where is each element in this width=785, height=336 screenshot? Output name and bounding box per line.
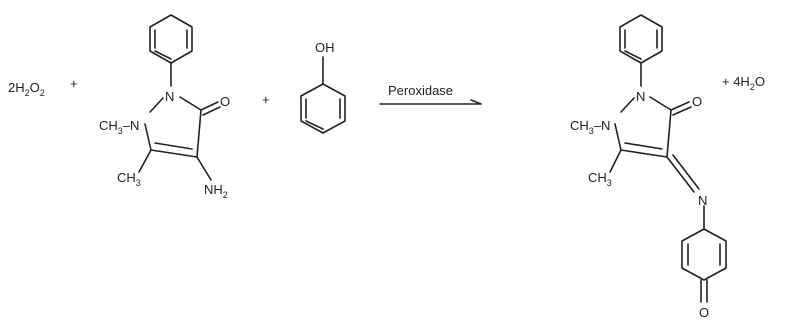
quinone-ring (681, 228, 727, 281)
carbonyl-oxygen: O (220, 94, 230, 109)
quinone-oxygen: O (699, 305, 709, 320)
carbonyl-oxygen: O (692, 94, 702, 109)
hydrogen-peroxide-formula: 2H2O2 (8, 80, 45, 98)
aminoantipyrine-structure: N CH3–N O CH3 NH2 (99, 14, 230, 200)
quinoneimine-product-structure: N CH3–N O CH3 N O (570, 14, 727, 320)
n-methyl-group: CH3–N (99, 118, 139, 136)
phenyl-ring (149, 14, 193, 64)
hydroxyl-group: OH (315, 40, 335, 55)
water-formula: + 4H2O (722, 74, 765, 92)
benzene-ring (300, 83, 346, 134)
n-methyl-group: CH3–N (570, 118, 610, 136)
imine-nitrogen: N (698, 193, 707, 208)
plus-sign: + (262, 92, 270, 107)
plus-sign: + (70, 76, 78, 91)
ring-nitrogen: N (165, 89, 174, 104)
ring-nitrogen: N (636, 89, 645, 104)
phenyl-ring (619, 14, 663, 64)
amino-group: NH2 (204, 182, 228, 200)
c-methyl-group: CH3 (588, 170, 612, 188)
phenol-structure: OH (300, 40, 346, 134)
enzyme-label: Peroxidase (388, 83, 453, 98)
c-methyl-group: CH3 (117, 170, 141, 188)
